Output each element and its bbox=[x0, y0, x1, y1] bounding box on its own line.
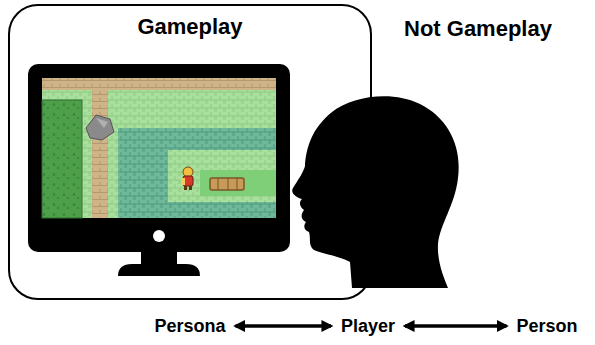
monitor-bezel bbox=[28, 64, 290, 252]
game-screen bbox=[42, 78, 276, 218]
term-label: Person bbox=[512, 314, 581, 339]
region-title: Gameplay bbox=[10, 14, 370, 40]
gameplay-region: Gameplay bbox=[8, 4, 372, 300]
term-text: Player bbox=[341, 316, 395, 337]
term-text: Person bbox=[516, 316, 577, 337]
power-light bbox=[153, 230, 165, 242]
head-silhouette bbox=[292, 96, 458, 288]
monitor-base bbox=[118, 264, 200, 276]
term-label: Persona bbox=[150, 314, 229, 339]
double-arrow bbox=[405, 324, 506, 328]
term-label: Player bbox=[337, 314, 399, 339]
monitor-neck bbox=[141, 250, 177, 266]
term-text: Persona bbox=[154, 316, 225, 337]
area-label: Not Gameplay bbox=[404, 16, 552, 42]
double-arrow bbox=[236, 324, 331, 328]
